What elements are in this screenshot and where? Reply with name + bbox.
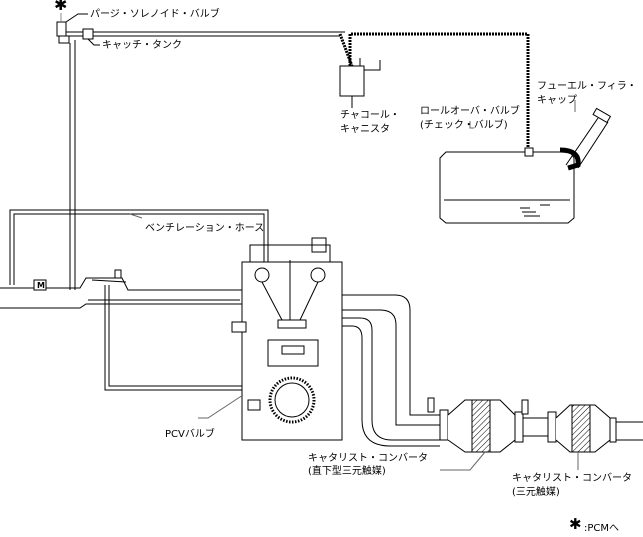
catalytic-converter-1 <box>471 399 491 453</box>
exhaust <box>342 294 643 471</box>
label-cat1-2: (直下型三元触媒) <box>308 466 386 477</box>
label-pcv: PCVバルブ <box>165 429 215 440</box>
motor-mark: M <box>37 281 45 290</box>
label-canister-1: チャコール・ <box>340 110 400 121</box>
engine <box>198 237 343 441</box>
catch-tank <box>82 28 94 40</box>
label-vent-hose: ベンチレーション・ホース <box>145 223 265 234</box>
label-canister-2: キャニスタ <box>340 124 390 135</box>
legend-star: ✱ <box>569 515 582 533</box>
label-cat2-1: キャタリスト・コンバータ <box>512 473 632 484</box>
fuel-filler-cap <box>592 107 612 124</box>
label-rollover-2: (チェック・バルブ) <box>420 120 508 131</box>
label-cat2-2: (三元触媒) <box>512 487 560 498</box>
label-filler-2: キャップ <box>537 95 577 106</box>
intake-manifold <box>0 269 245 309</box>
purge-line <box>56 13 345 290</box>
label-catch-tank: キャッチ・タンク <box>102 40 182 51</box>
vapor-hoses <box>338 32 530 150</box>
catalytic-converter-2 <box>571 404 591 453</box>
label-filler-1: フューエル・フィラ・ <box>537 81 637 92</box>
purge-solenoid-valve <box>56 21 67 37</box>
purge-star: ✱ <box>54 0 68 14</box>
label-rollover-1: ロールオーバ・バルブ <box>420 106 520 117</box>
legend-text: :PCMへ <box>584 523 620 534</box>
charcoal-canister <box>339 65 365 97</box>
label-purge-solenoid: パージ・ソレノイド・バルブ <box>90 9 220 20</box>
rollover-valve <box>524 147 534 157</box>
ventilation-hose <box>9 209 269 391</box>
label-cat1-1: キャタリスト・コンバータ <box>308 453 428 464</box>
fuel-tank <box>439 100 612 224</box>
